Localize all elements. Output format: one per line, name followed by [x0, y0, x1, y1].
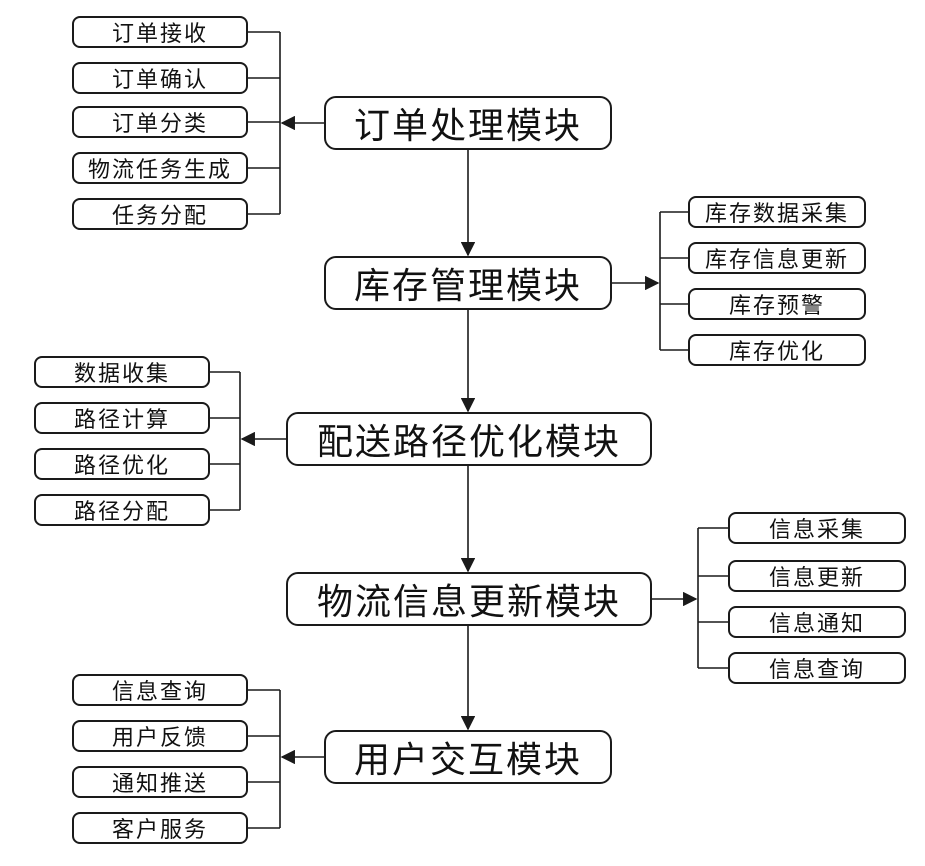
info-sub-item: 信息通知: [728, 606, 906, 638]
route-sub-item: 路径优化: [34, 448, 210, 480]
route-sub-item: 路径计算: [34, 402, 210, 434]
inventory-sub-item: 库存信息更新: [688, 242, 866, 274]
module-route-optimization: 配送路径优化模块: [286, 412, 652, 466]
module-inventory-management: 库存管理模块: [324, 256, 612, 310]
order-sub-item: 物流任务生成: [72, 152, 248, 184]
route-sub-item: 路径分配: [34, 494, 210, 526]
module-order-processing: 订单处理模块: [324, 96, 612, 150]
order-sub-item: 订单接收: [72, 16, 248, 48]
order-sub-item: 任务分配: [72, 198, 248, 230]
info-sub-item: 信息采集: [728, 512, 906, 544]
user-sub-item: 信息查询: [72, 674, 248, 706]
inventory-sub-item: 库存数据采集: [688, 196, 866, 228]
module-user-interaction: 用户交互模块: [324, 730, 612, 784]
module-logistics-info-update: 物流信息更新模块: [286, 572, 652, 626]
inventory-sub-item: 库存预警: [688, 288, 866, 320]
order-sub-item: 订单确认: [72, 62, 248, 94]
user-sub-item: 用户反馈: [72, 720, 248, 752]
info-sub-item: 信息查询: [728, 652, 906, 684]
info-sub-item: 信息更新: [728, 560, 906, 592]
inventory-sub-item: 库存优化: [688, 334, 866, 366]
user-sub-item: 通知推送: [72, 766, 248, 798]
route-sub-item: 数据收集: [34, 356, 210, 388]
order-sub-item: 订单分类: [72, 106, 248, 138]
user-sub-item: 客户服务: [72, 812, 248, 844]
